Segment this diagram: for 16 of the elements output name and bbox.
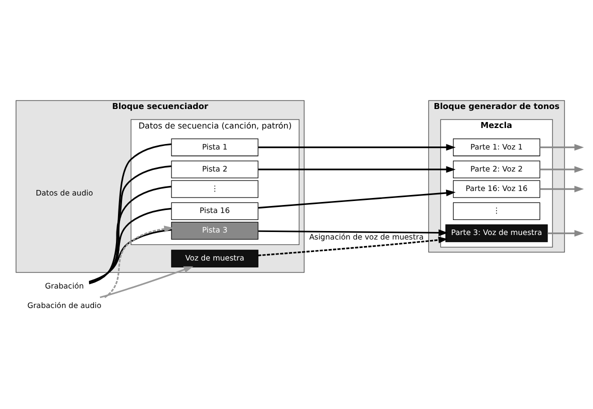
connector — [88, 228, 172, 282]
arrow — [540, 166, 584, 172]
arrow — [540, 185, 584, 192]
connector — [89, 142, 172, 284]
connector — [88, 164, 172, 284]
arrow — [258, 166, 456, 172]
arrow — [104, 225, 174, 298]
arrow — [540, 144, 584, 150]
connector — [88, 185, 172, 284]
arrow — [100, 266, 194, 298]
arrow — [258, 236, 448, 256]
arrow — [258, 144, 456, 150]
arrow — [548, 229, 584, 236]
arrow — [258, 189, 456, 208]
arrow — [258, 228, 448, 236]
connector — [88, 207, 172, 283]
